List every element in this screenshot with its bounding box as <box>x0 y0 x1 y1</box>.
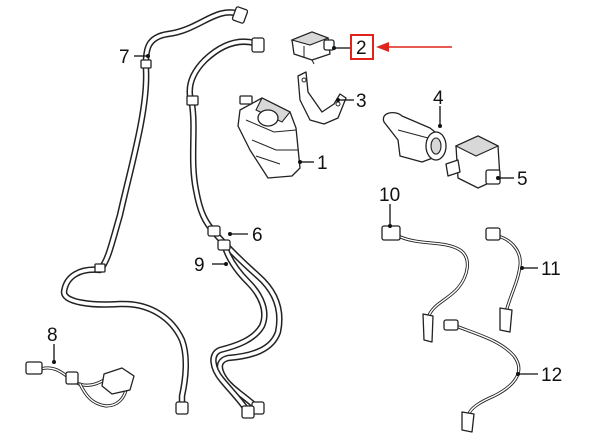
callout-9: 9 <box>194 255 205 276</box>
callout-2[interactable]: 2 <box>356 38 367 59</box>
part-10-oxygen-sensor[interactable] <box>381 225 469 343</box>
callout-10: 10 <box>379 185 400 206</box>
part-1-vacuum-pump[interactable] <box>237 95 301 179</box>
part-12-oxygen-sensor[interactable] <box>443 319 521 433</box>
callout-7: 7 <box>119 47 130 68</box>
callout-6: 6 <box>252 225 263 246</box>
part-6-hose[interactable] <box>186 37 283 415</box>
highlight-arrow-head <box>376 42 389 52</box>
callout-3: 3 <box>356 91 367 112</box>
part-5-valve-block[interactable] <box>445 135 501 189</box>
part-7-vacuum-hose[interactable] <box>60 6 249 415</box>
callout-4: 4 <box>433 88 444 109</box>
callout-12: 12 <box>541 365 562 386</box>
highlight-box-2 <box>350 34 374 60</box>
callout-8: 8 <box>47 325 58 346</box>
part-4-solenoid[interactable] <box>382 111 447 163</box>
callout-1: 1 <box>317 153 328 174</box>
part-3-bracket[interactable] <box>297 71 347 125</box>
part-8-sensor-harness[interactable] <box>25 361 135 408</box>
part-11-oxygen-sensor[interactable] <box>485 227 522 333</box>
callout-5: 5 <box>517 169 528 190</box>
callout-11: 11 <box>541 259 561 280</box>
part-9-hose[interactable] <box>210 239 268 419</box>
part-2-valve[interactable] <box>290 31 335 65</box>
